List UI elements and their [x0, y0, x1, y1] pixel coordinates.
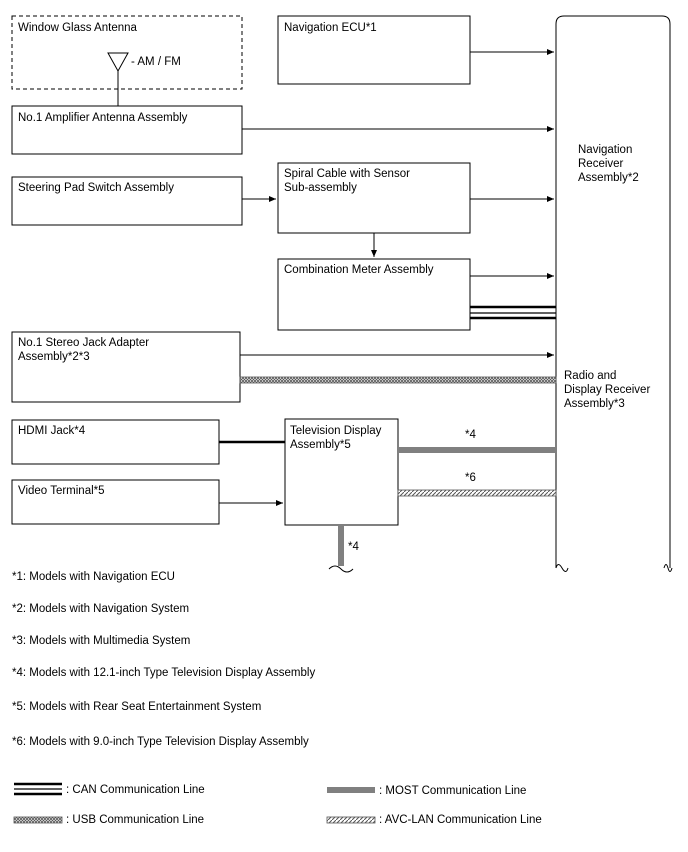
- legend-avc-lan-swatch: [326, 816, 376, 824]
- footnotes: *1: Models with Navigation ECU *2: Model…: [12, 571, 315, 748]
- video-terminal-box: Video Terminal*5: [11, 479, 220, 525]
- amplifier-antenna-label: No.1 Amplifier Antenna Assembly: [18, 112, 188, 124]
- footnote-1: *1: Models with Navigation ECU: [12, 571, 175, 583]
- antenna-icon: [107, 52, 129, 106]
- radio-receiver-label-2: Display Receiver: [564, 384, 650, 396]
- stereo-jack-label-2: Assembly*2*3: [18, 351, 90, 363]
- combination-meter-box: Combination Meter Assembly: [277, 258, 471, 331]
- hdmi-jack-label: HDMI Jack*4: [18, 425, 86, 437]
- receiver-assembly-box: Navigation Receiver Assembly*2 Radio and…: [555, 15, 673, 572]
- legend-most-label: : MOST Communication Line: [379, 785, 526, 797]
- legend-usb-label: : USB Communication Line: [66, 814, 204, 826]
- stereo-jack-box: No.1 Stereo Jack Adapter Assembly*2*3: [11, 331, 241, 403]
- legend-can-label: : CAN Communication Line: [66, 784, 205, 796]
- legend-avc-lan-label: : AVC-LAN Communication Line: [379, 814, 542, 826]
- legend: : CAN Communication Line : MOST Communic…: [13, 782, 542, 826]
- radio-receiver-label-1: Radio and: [564, 370, 616, 382]
- legend-can-swatch: [14, 782, 62, 796]
- television-display-label-1: Television Display: [290, 425, 382, 437]
- most-line-mark: *4: [465, 429, 476, 441]
- footnote-2: *2: Models with Navigation System: [12, 603, 189, 615]
- window-glass-antenna-label: Window Glass Antenna: [18, 22, 138, 34]
- navigation-ecu-label: Navigation ECU*1: [284, 22, 377, 34]
- spiral-cable-label-2: Sub-assembly: [284, 182, 357, 194]
- television-display-label-2: Assembly*5: [290, 439, 351, 451]
- window-glass-antenna-box: Window Glass Antenna: [11, 15, 243, 90]
- legend-usb-swatch: [13, 816, 63, 824]
- nav-receiver-label-3: Assembly*2: [578, 172, 639, 184]
- television-display-box: Television Display Assembly*5: [284, 418, 399, 526]
- can-line: [470, 305, 556, 320]
- steering-pad-box: Steering Pad Switch Assembly: [11, 176, 243, 226]
- footnote-3: *3: Models with Multimedia System: [12, 635, 190, 647]
- footnote-4: *4: Models with 12.1-inch Type Televisio…: [12, 667, 315, 679]
- amplifier-antenna-box: No.1 Amplifier Antenna Assembly: [11, 105, 243, 155]
- spiral-cable-label-1: Spiral Cable with Sensor: [284, 168, 410, 180]
- footnote-5: *5: Models with Rear Seat Entertainment …: [12, 701, 261, 713]
- hdmi-jack-box: HDMI Jack*4: [11, 419, 220, 465]
- spiral-cable-box: Spiral Cable with Sensor Sub-assembly: [277, 162, 471, 234]
- combination-meter-label: Combination Meter Assembly: [284, 264, 434, 276]
- video-terminal-label: Video Terminal*5: [18, 485, 105, 497]
- radio-receiver-label-3: Assembly*3: [564, 398, 625, 410]
- nav-receiver-label-2: Receiver: [578, 158, 624, 170]
- footnote-6: *6: Models with 9.0-inch Type Television…: [12, 736, 309, 748]
- am-fm-label: - AM / FM: [131, 56, 181, 68]
- most-line-down: [328, 525, 354, 573]
- stereo-jack-label-1: No.1 Stereo Jack Adapter: [18, 337, 149, 349]
- usb-line: [239, 376, 557, 384]
- navigation-ecu-box: Navigation ECU*1: [277, 15, 471, 85]
- avc-lan-line-to-receiver: [397, 489, 557, 497]
- steering-pad-label: Steering Pad Switch Assembly: [18, 182, 174, 194]
- most-down-mark: *4: [348, 541, 359, 553]
- avc-lan-line-mark: *6: [465, 472, 476, 484]
- nav-receiver-label-1: Navigation: [578, 144, 632, 156]
